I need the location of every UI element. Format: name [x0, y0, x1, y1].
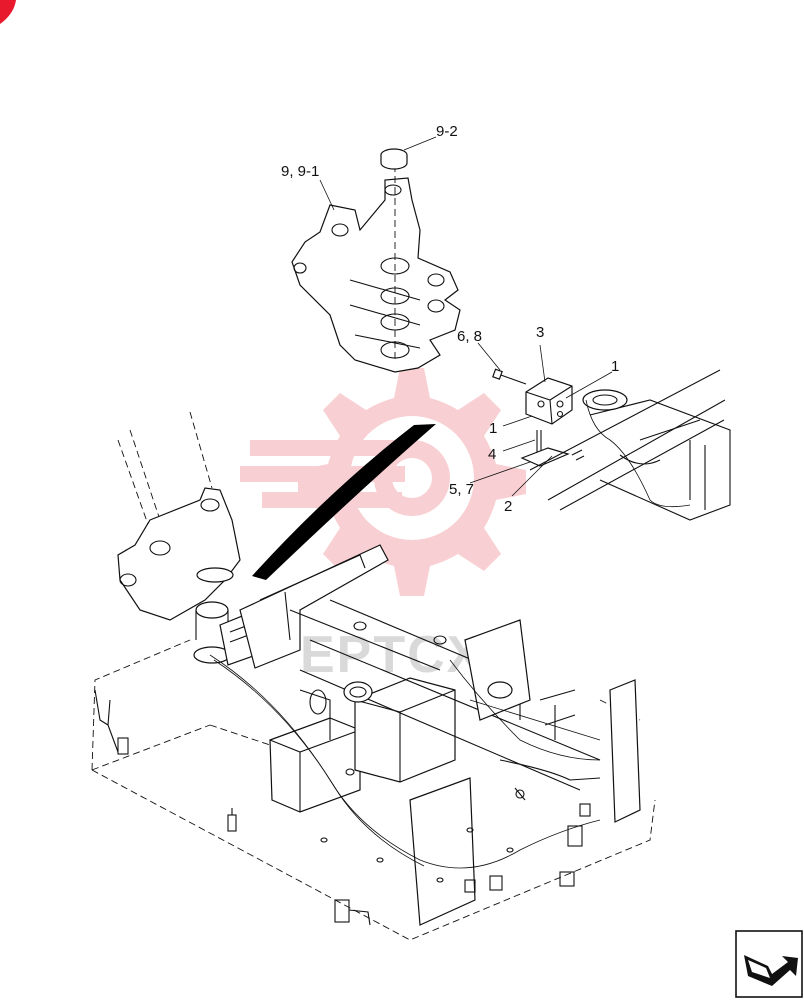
watermark-text: EPTCX	[300, 626, 483, 684]
callout-1-lower: 1	[489, 420, 497, 437]
stud-part	[520, 430, 570, 467]
bracket-block-part	[525, 377, 573, 425]
swing-bracket	[291, 165, 461, 373]
callout-1-upper: 1	[611, 358, 619, 375]
corner-tab-icon	[0, 0, 16, 24]
next-page-arrow-icon[interactable]	[735, 930, 803, 998]
callout-6-8: 6, 8	[457, 328, 482, 345]
callout-9-9-1: 9, 9-1	[281, 163, 319, 180]
callout-3: 3	[536, 324, 544, 341]
lower-frame	[91, 544, 656, 941]
watermark-gear	[240, 368, 526, 596]
detail-leader-band	[252, 424, 436, 580]
callout-2: 2	[504, 498, 512, 515]
bushing-part	[380, 148, 408, 170]
callout-9-2: 9-2	[436, 123, 458, 140]
callout-4: 4	[488, 446, 496, 463]
upper-frame-section	[529, 369, 731, 521]
callout-5-7: 5, 7	[449, 481, 474, 498]
bolt-part	[492, 368, 527, 385]
leader-lines	[319, 136, 613, 497]
